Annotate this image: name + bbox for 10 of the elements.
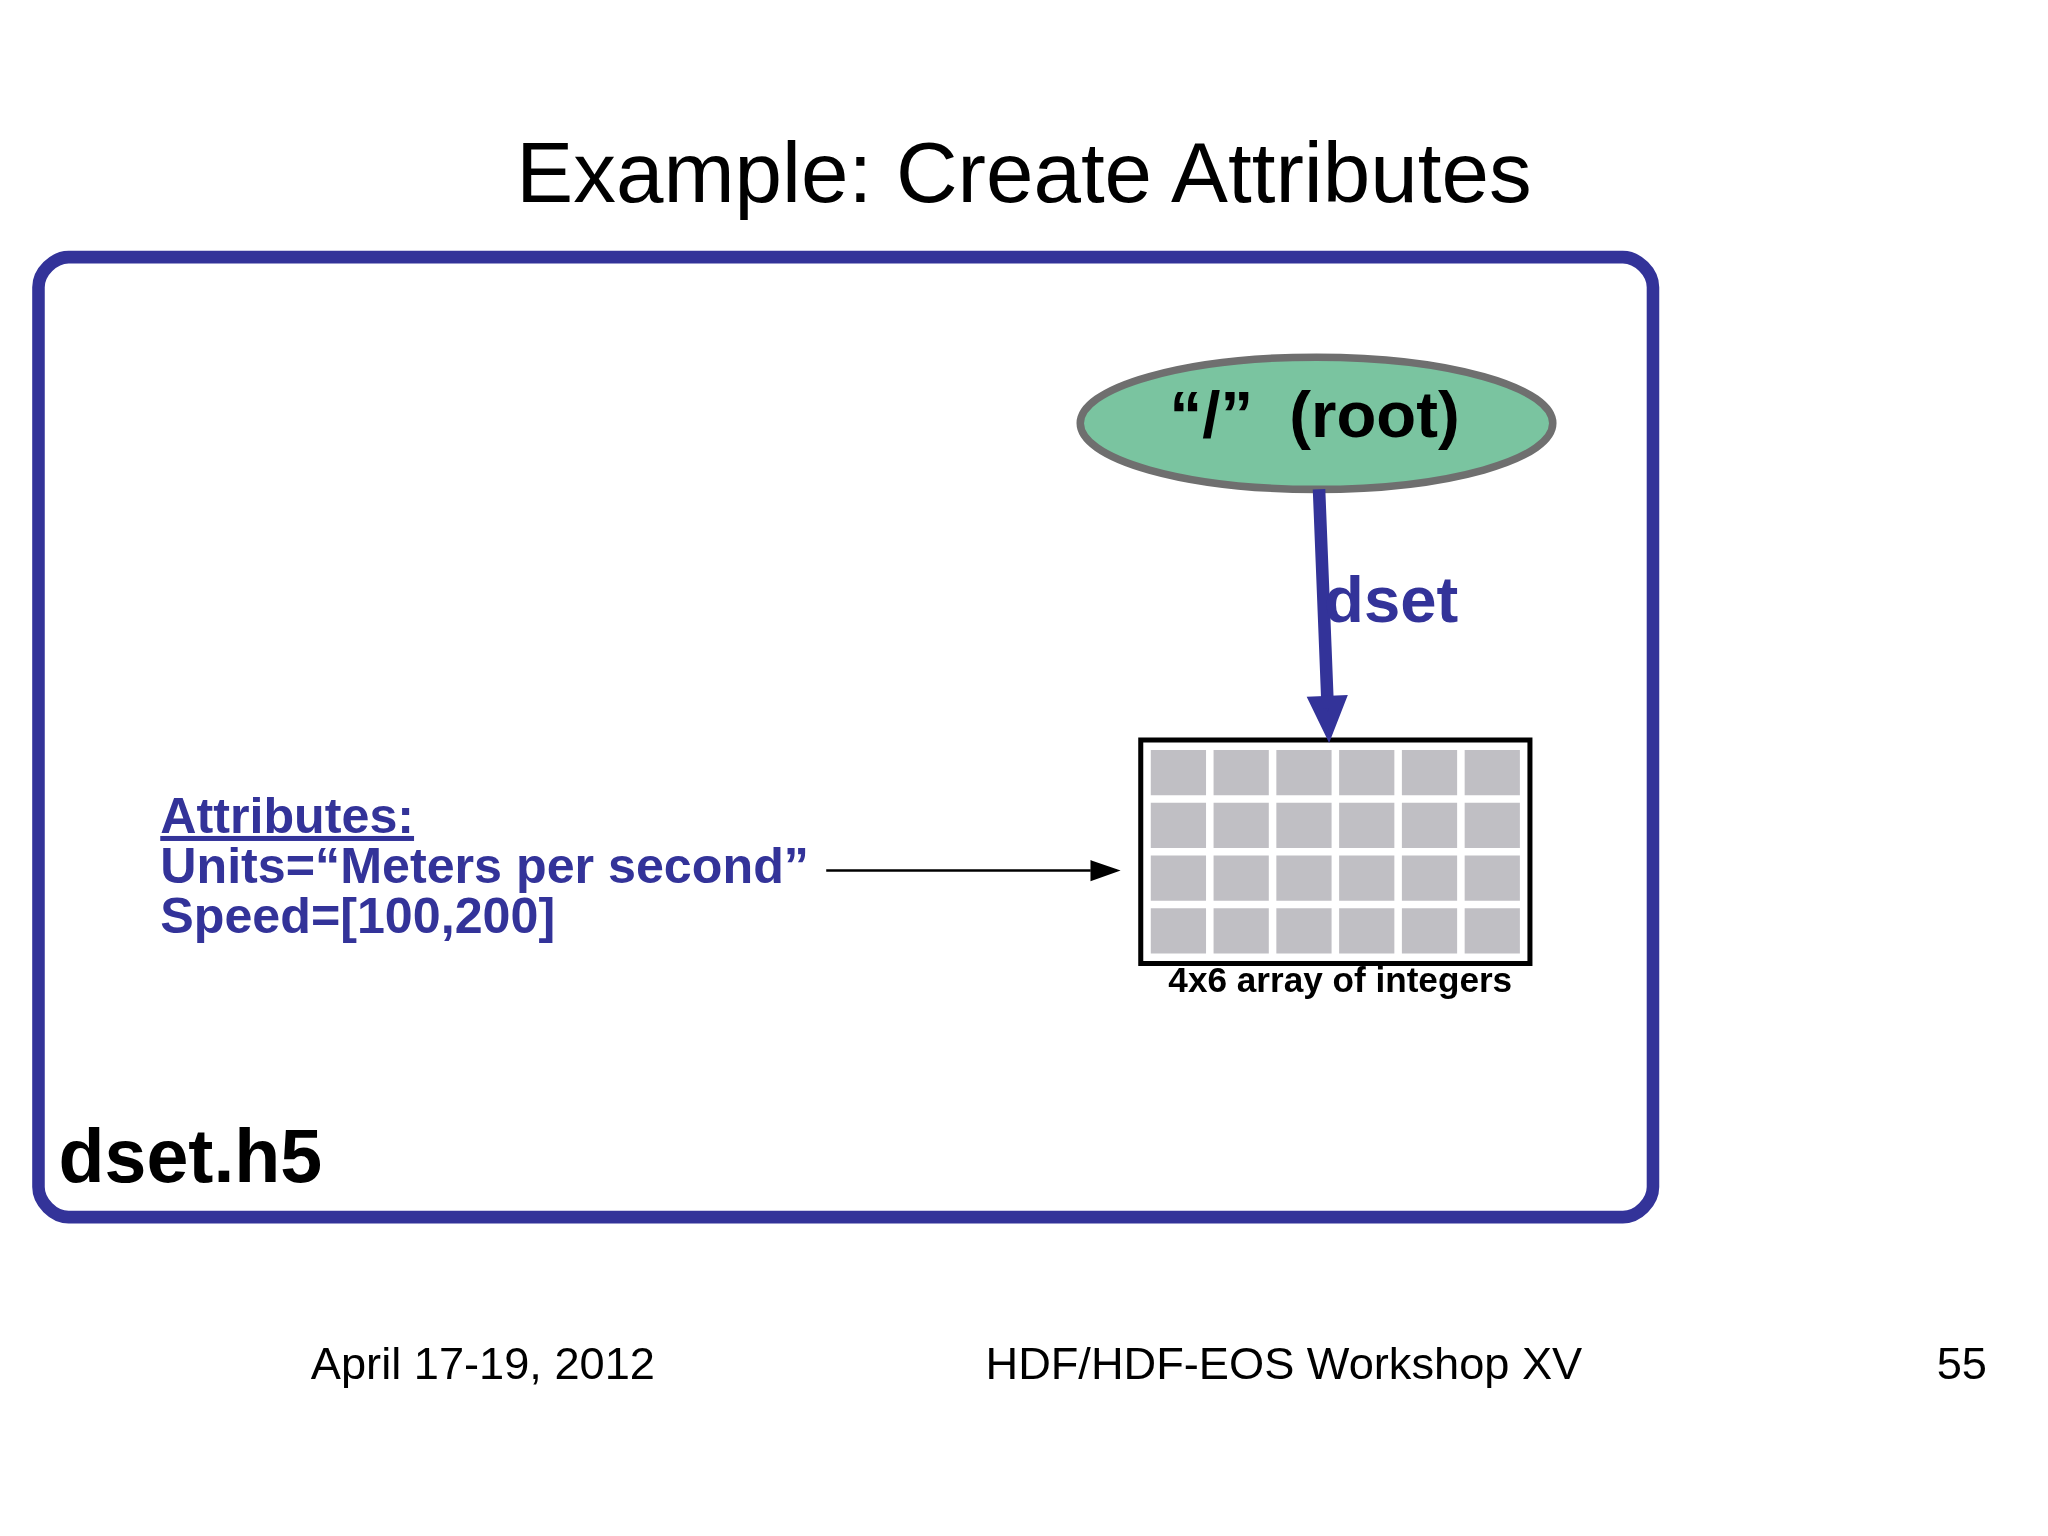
arrow [826, 859, 1121, 881]
edge-label: dset [1324, 562, 1459, 636]
label: HDF/HDF-EOS Workshop XV [985, 1337, 1583, 1389]
node-ellipse: “/” (root) [1076, 352, 1557, 493]
node-text: Attributes: Units=“Meters per second” Speed=[100,200] [160, 787, 809, 944]
node-label: 4x6 array of integers [1168, 959, 1513, 999]
arrow [1306, 488, 1348, 743]
diagram-title: Example: Create Attributes [516, 124, 1532, 220]
label: 55 [1936, 1337, 1987, 1389]
label: April 17-19, 2012 [310, 1337, 655, 1389]
